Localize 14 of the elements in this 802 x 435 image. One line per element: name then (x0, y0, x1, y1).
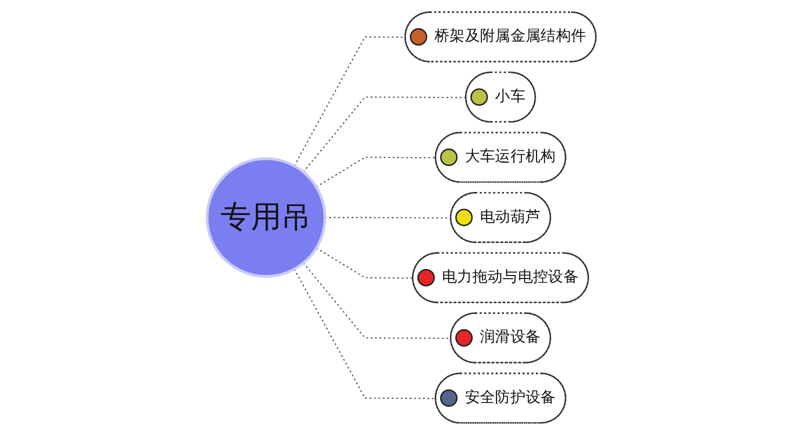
dotted-line (293, 36, 406, 166)
dotted-line (316, 248, 413, 279)
item-box: 电动葫芦 (449, 192, 551, 243)
item-box: 安全防护设备 (434, 372, 566, 424)
item-box: 润滑设备 (449, 312, 551, 364)
item-box: 电力拖动与电控设备 (412, 252, 588, 304)
dotted-line (293, 268, 436, 400)
item-box: 小车 (464, 72, 536, 123)
dotted-line (302, 262, 451, 339)
item-box: 桥架及附属金属结构件 (404, 11, 596, 62)
dotted-line (302, 96, 466, 172)
hub-circle: 专用吊 (205, 157, 326, 278)
item-box: 大车运行机构 (434, 132, 566, 183)
dotted-line (316, 156, 436, 188)
